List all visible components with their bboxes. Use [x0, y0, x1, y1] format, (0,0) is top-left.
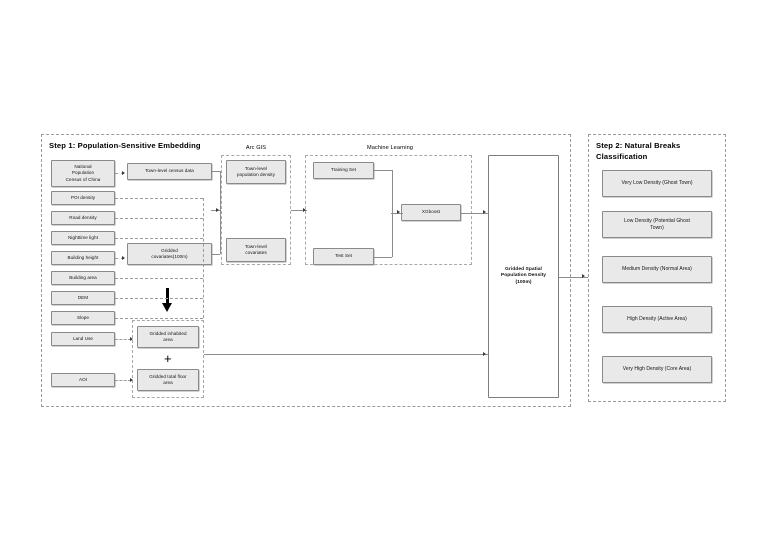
- input-node-dem[interactable]: DEM: [51, 291, 115, 305]
- input-node-slope[interactable]: Slope: [51, 311, 115, 325]
- node-training-set[interactable]: Training Set: [313, 162, 374, 179]
- connector-landuse-to-inhabited: [115, 339, 131, 340]
- plus-operator: +: [164, 351, 172, 366]
- connector-poi-stub: [115, 198, 203, 199]
- connector-arcgis-to-ml: [291, 210, 307, 211]
- step1-title: Step 1: Population-Sensitive Embedding: [49, 141, 201, 150]
- connector-nighttime-stub: [115, 238, 203, 239]
- input-node-road-density[interactable]: Road density: [51, 211, 115, 225]
- connector-covariate-bus: [203, 198, 204, 318]
- node-town-level-population-density[interactable]: Town-level population density: [226, 160, 286, 184]
- connector-buildingarea-stub: [115, 278, 203, 279]
- arrowhead-output-bottom: [483, 351, 486, 356]
- embedding-group: [132, 320, 204, 398]
- arrowhead-step2: [582, 274, 585, 279]
- input-node-land-use[interactable]: Land Use: [51, 332, 115, 346]
- step2-title: Step 2: Natural Breaks Classification: [596, 141, 681, 161]
- connector-xgboost-to-output: [461, 212, 489, 214]
- connector-ml-bus: [391, 170, 393, 257]
- node-gridded-inhabited-area[interactable]: Gridded inhabited area: [137, 326, 199, 348]
- connector-census-to-townlevel: [115, 173, 124, 174]
- connector-arcgis-bus: [219, 171, 221, 254]
- connector-covariates-right: [212, 254, 220, 255]
- node-gridded-covariates[interactable]: Gridded covariates(100m): [127, 243, 212, 265]
- arrowhead-covariates-in: [122, 255, 125, 260]
- input-node-aoi[interactable]: AOI: [51, 373, 115, 387]
- input-node-nighttime-light[interactable]: Nighttime light: [51, 231, 115, 245]
- input-node-census[interactable]: National Population Census of China: [51, 160, 115, 187]
- class-node-very-high-density[interactable]: Very High Density (Core Area): [602, 356, 712, 383]
- connector-test-right: [374, 257, 392, 258]
- node-town-level-census-data[interactable]: Town-level census data: [127, 163, 212, 180]
- step2-panel: [588, 134, 726, 402]
- arrowhead-ml: [303, 207, 306, 212]
- arrowhead-landuse: [130, 336, 133, 341]
- connector-training-right: [374, 170, 392, 171]
- input-node-building-area[interactable]: Building area: [51, 271, 115, 285]
- connector-output-to-step2: [559, 276, 588, 278]
- connector-road-stub: [115, 218, 203, 219]
- connector-buildingheight-stub: [115, 258, 124, 259]
- class-node-medium-density[interactable]: Medium Density (Normal Area): [602, 256, 712, 283]
- step1-panel: [41, 134, 571, 407]
- connector-slope-stub: [115, 318, 203, 319]
- node-xgboost[interactable]: XGboost: [401, 204, 461, 221]
- node-town-level-covariates[interactable]: Town-level covariates: [226, 238, 286, 262]
- arcgis-title: Arc GIS: [245, 145, 267, 151]
- node-gridded-total-floor-area[interactable]: Gridded total floor area: [137, 369, 199, 391]
- class-node-low-density[interactable]: Low Density (Potential Ghost Town): [602, 211, 712, 238]
- arrowhead-census-to-townlevel: [122, 170, 125, 175]
- arrowhead-arcgis: [216, 207, 219, 212]
- node-test-set[interactable]: Test Set: [313, 248, 374, 265]
- arrowhead-output-top: [483, 210, 486, 215]
- arrowhead-aoi: [130, 377, 133, 382]
- input-node-building-height[interactable]: Building height: [51, 251, 115, 265]
- node-gridded-spatial-population-density[interactable]: Gridded Spatial Population Density (100m…: [488, 155, 559, 398]
- connector-dem-stub: [115, 298, 203, 299]
- down-arrow-icon: [162, 288, 172, 313]
- connector-aoi-to-floorarea: [115, 380, 131, 381]
- connector-embedding-to-output: [204, 354, 489, 355]
- class-node-high-density[interactable]: High Density (Active Area): [602, 306, 712, 333]
- class-node-very-low-density[interactable]: Very Low Density (Ghost Town): [602, 170, 712, 197]
- arrowhead-xgboost: [397, 210, 400, 215]
- input-node-poi-density[interactable]: POI density: [51, 191, 115, 205]
- connector-census-right: [212, 171, 220, 172]
- machine-learning-title: Machine Learning: [366, 145, 414, 151]
- arcgis-group: [221, 155, 291, 265]
